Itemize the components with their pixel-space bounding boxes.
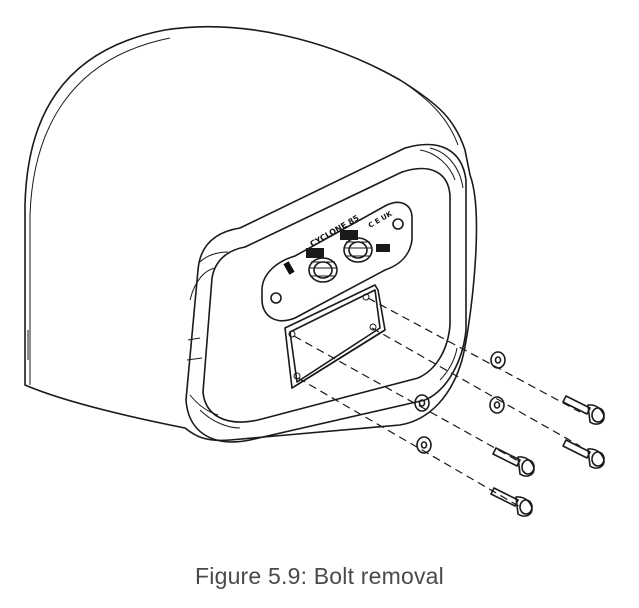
- bracket-hole: [288, 330, 296, 338]
- bracket-hole: [293, 372, 301, 380]
- washer-middle-right: [489, 396, 505, 414]
- figure-caption: Figure 5.9: Bolt removal: [195, 563, 444, 589]
- bolt-bottom: [490, 487, 533, 517]
- bolt-top-right: [562, 395, 605, 425]
- rear-bezel: [185, 143, 467, 443]
- bolt-lower-right: [562, 439, 605, 469]
- bolt-middle: [492, 447, 535, 477]
- washers: [414, 351, 506, 454]
- bolts: [490, 395, 605, 517]
- binding-posts: [306, 230, 390, 283]
- washer-bottom-left: [416, 436, 432, 454]
- panel-screw: [392, 218, 404, 230]
- alignment-lines: [293, 297, 581, 509]
- bracket-hole: [362, 293, 370, 301]
- panel-cert-label: C E UK: [367, 210, 394, 230]
- washer-middle-left: [414, 394, 430, 412]
- mounting-bracket: [284, 284, 386, 389]
- washer-top-right: [490, 351, 506, 369]
- bracket-hole: [369, 323, 377, 331]
- panel-screw: [270, 292, 282, 304]
- speaker-enclosure: [24, 25, 478, 442]
- binding-post-right: [340, 230, 390, 263]
- binding-post-left: [306, 248, 338, 283]
